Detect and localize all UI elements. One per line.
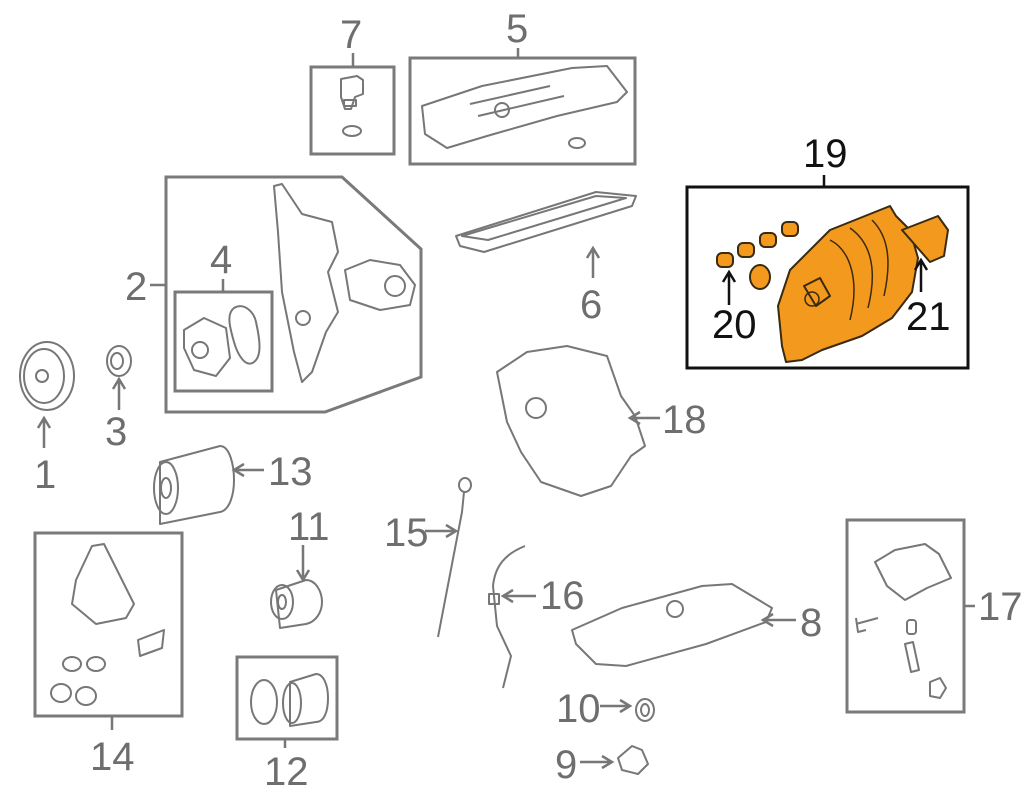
callout-3: 3: [105, 410, 127, 454]
part-11-filter-cap[interactable]: 11: [270, 505, 330, 629]
part-17-box: [845, 518, 966, 714]
callout-5: 5: [506, 7, 528, 51]
callout-7: 7: [340, 13, 362, 57]
gasket-icon: [635, 698, 655, 722]
gasket-icon: [455, 191, 637, 253]
thermostat-housing-icon: [344, 259, 416, 311]
valve-cover-icon: [421, 65, 628, 149]
tube-icon: [492, 545, 526, 689]
o-ring-icon: [250, 679, 278, 725]
oil-filter-icon: [159, 445, 235, 525]
callout-13: 13: [268, 450, 313, 494]
part-8-oil-pan[interactable]: 8: [571, 583, 822, 667]
part-3-front-seal[interactable]: 3: [105, 345, 132, 454]
callout-15: 15: [384, 511, 429, 555]
valve-body-icon: [874, 543, 952, 601]
cap-icon: [340, 75, 364, 110]
part-7-box: [309, 65, 396, 156]
gasket-icon: [228, 305, 261, 365]
callout-6: 6: [580, 283, 602, 327]
callout-17: 17: [978, 585, 1023, 629]
part-9-drain-plug[interactable]: 9: [555, 743, 649, 787]
callout-8: 8: [800, 601, 822, 645]
part-2-timing-cover[interactable]: 2: [125, 175, 423, 414]
part-17-relief-valve[interactable]: 17: [845, 518, 1023, 714]
oil-pan-icon: [571, 583, 773, 667]
dipstick-icon: [458, 477, 472, 493]
part-7-oil-filler-cap[interactable]: 7: [309, 13, 396, 156]
part-14-box: [33, 531, 184, 718]
part-5-valve-cover[interactable]: 5: [408, 7, 637, 166]
manifold-icon: [777, 205, 919, 363]
part-21-icon: [901, 215, 949, 263]
part-4-box: [173, 290, 274, 393]
part-16-dipstick-tube[interactable]: 16: [488, 545, 585, 689]
element-icon: [289, 673, 329, 727]
callout-19: 19: [803, 132, 848, 176]
callout-11: 11: [288, 505, 330, 549]
oil-pump-icon: [496, 345, 646, 497]
bolt-icon: [855, 617, 879, 633]
callout-9: 9: [555, 743, 577, 787]
callout-14: 14: [90, 735, 135, 779]
part-13-oil-filter[interactable]: 13: [153, 445, 313, 525]
bracket-icon: [71, 543, 135, 625]
callout-12: 12: [264, 750, 309, 794]
part-4-water-pump[interactable]: 4: [173, 238, 274, 393]
callout-4: 4: [210, 238, 232, 282]
drain-plug-icon: [617, 745, 649, 775]
spring-icon: [904, 641, 920, 673]
timing-cover-icon: [273, 183, 339, 383]
callout-1: 1: [34, 453, 56, 497]
pulley-icon: [19, 341, 75, 411]
seal-icon: [568, 137, 586, 149]
part-14-filter-bracket[interactable]: 14: [33, 531, 184, 779]
part-10-drain-gasket[interactable]: 10: [556, 687, 655, 731]
o-ring-icon: [342, 125, 362, 137]
part-20-gaskets: [716, 221, 799, 290]
part-12-box: [235, 655, 339, 741]
part-19-box: [685, 185, 970, 370]
seal-icon: [106, 345, 132, 377]
filter-cap-icon: [275, 579, 323, 629]
callout-2: 2: [125, 265, 147, 309]
part-15-dipstick[interactable]: 15: [384, 477, 472, 638]
callout-10: 10: [556, 687, 601, 731]
part-12-filter-element[interactable]: 12: [235, 655, 339, 794]
callout-20: 20: [712, 303, 757, 347]
callout-21: 21: [906, 295, 951, 339]
part-6-gasket[interactable]: 6: [455, 191, 637, 327]
part-2-box: [164, 175, 423, 414]
callout-16: 16: [540, 574, 585, 618]
callout-18: 18: [662, 398, 707, 442]
part-18-oil-pump[interactable]: 18: [496, 345, 707, 497]
part-5-box: [408, 56, 637, 166]
part-1-crankshaft-pulley[interactable]: 1: [19, 341, 75, 497]
part-19-intake-manifold[interactable]: 19 20 21: [685, 132, 970, 370]
water-pump-icon: [183, 317, 231, 377]
